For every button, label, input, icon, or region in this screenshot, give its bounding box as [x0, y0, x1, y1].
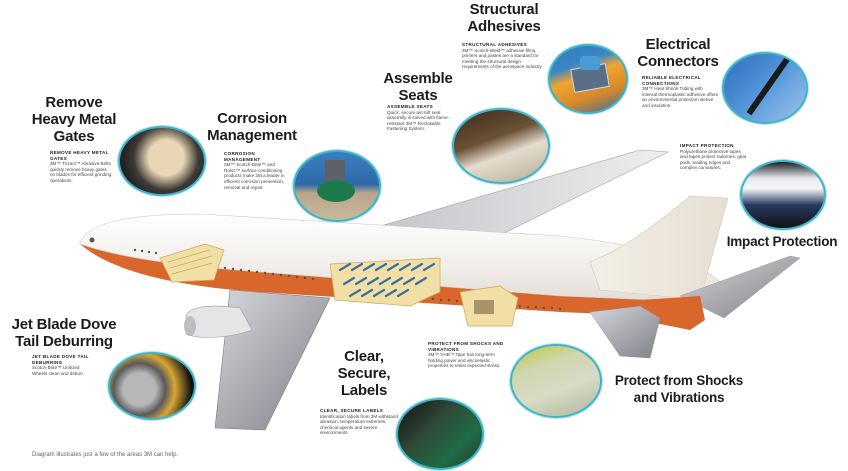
callout-jet-blade-deburring-text: JET BLADE DOVE TAIL DEBURRING Scotch-Bri… — [32, 354, 89, 376]
engine — [185, 305, 253, 338]
callout-structural-adhesives-title: Structural Adhesives — [467, 1, 541, 35]
footnote: Diagram illustrates just a few of the ar… — [32, 452, 179, 458]
callout-corrosion-management-title: Corrosion Management — [207, 110, 297, 144]
photo-remove-heavy-metal-gates — [118, 126, 206, 196]
cutaway-rear — [459, 285, 519, 327]
photo-assemble-seats — [452, 108, 550, 184]
horizontal-stabilizer — [679, 255, 801, 319]
callout-protect-from-shocks-title: Protect from Shocks and Vibrations — [614, 373, 744, 405]
fuselage-stripe — [80, 244, 700, 318]
callout-structural-adhesives-text: STRUCTURAL ADHESIVES 3M™ Scotch-Weld™ ad… — [462, 42, 543, 70]
photo-clear-secure-labels — [396, 398, 484, 470]
callout-remove-heavy-metal-gates-text: REMOVE HEAVY METAL GATES 3M™ Trizact™ Ab… — [50, 150, 112, 183]
callout-electrical-connectors-title: Electrical Connectors — [637, 36, 719, 70]
callout-clear-secure-labels-title: Clear, Secure, Labels — [337, 348, 391, 399]
callout-assemble-seats-text: ASSEMBLE SEATS Quick, secure aircraft se… — [387, 104, 450, 132]
callout-protect-from-shocks-text: PROTECT FROM SHOCKS AND VIBRATIONS 3M™ V… — [428, 341, 504, 369]
photo-jet-blade-deburring — [108, 352, 196, 420]
callout-clear-secure-labels-text: CLEAR, SECURE LABELS Identification labe… — [320, 408, 398, 436]
photo-corrosion-management — [293, 150, 381, 222]
photo-protect-from-shocks — [510, 344, 602, 418]
photo-structural-adhesives — [548, 44, 628, 114]
cutaway-front-cabin — [159, 243, 225, 283]
photo-impact-protection — [740, 160, 826, 230]
vertical-tail — [589, 195, 729, 301]
callout-jet-blade-deburring-title: Jet Blade Dove Tail Deburring — [11, 316, 117, 350]
callout-remove-heavy-metal-gates-title: Remove Heavy Metal Gates — [31, 94, 117, 145]
callout-assemble-seats-title: Assemble Seats — [383, 70, 453, 104]
callout-impact-protection-title: Impact Protection — [726, 234, 838, 249]
callout-corrosion-management-text: CORROSION MANAGEMENT 3M™ Scotch-Brite™ a… — [224, 151, 285, 190]
callout-impact-protection-text: IMPACT PROTECTION Polyurethane protectiv… — [680, 143, 747, 171]
cutaway-seats — [329, 257, 441, 307]
callout-electrical-connectors-text: RELIABLE ELECTRICAL CONNECTIONS 3M™ Heat… — [642, 75, 719, 108]
photo-electrical-connectors — [722, 52, 808, 124]
